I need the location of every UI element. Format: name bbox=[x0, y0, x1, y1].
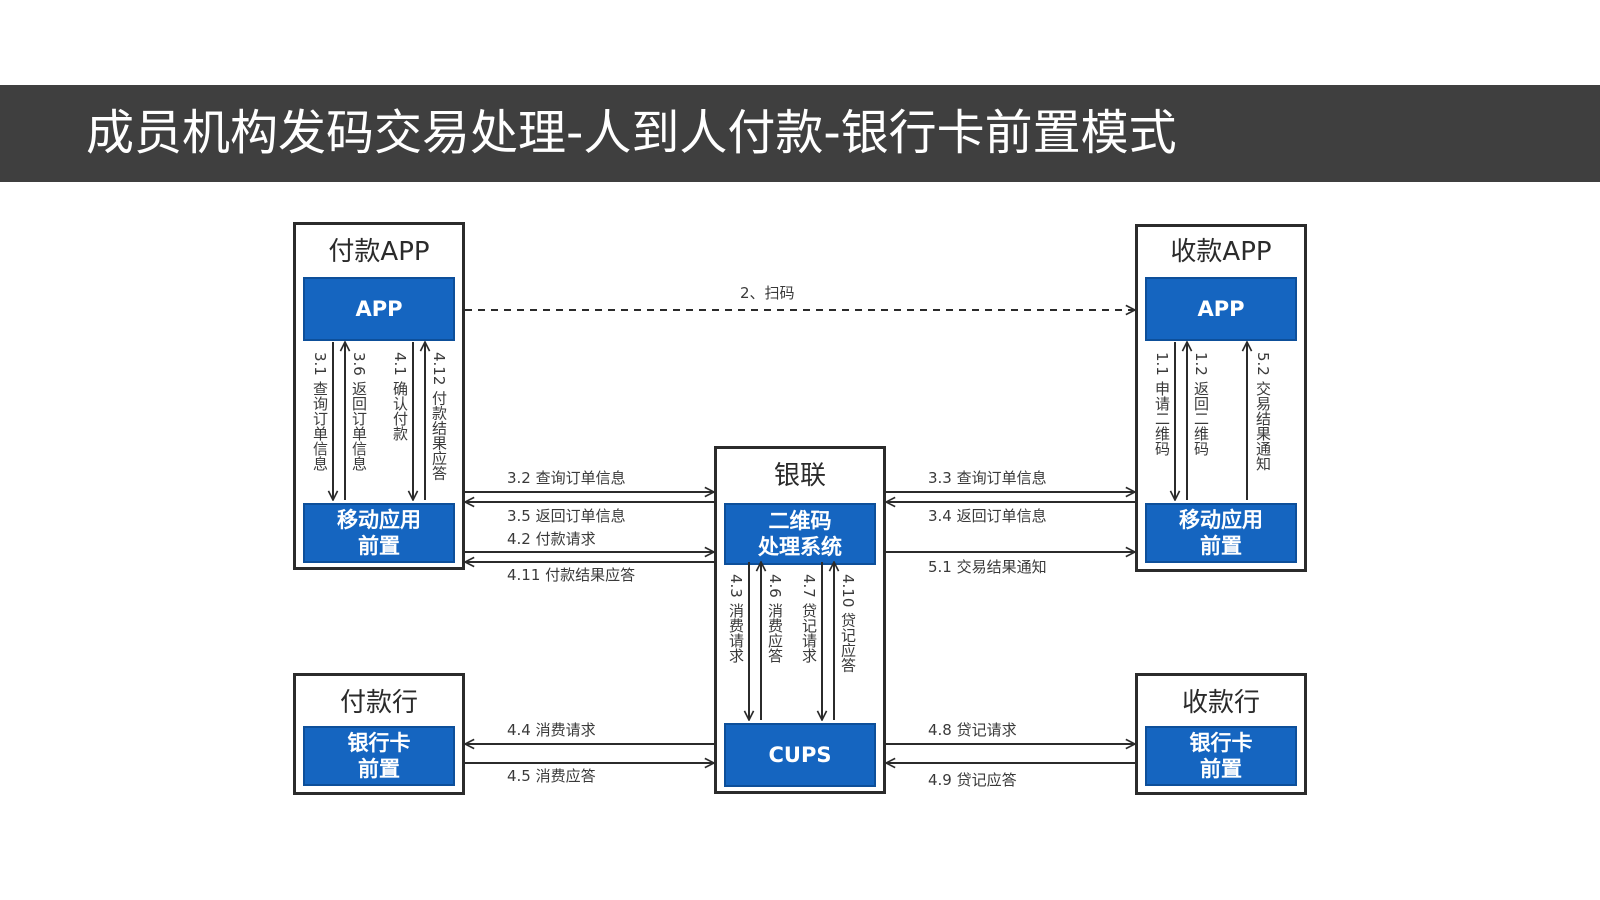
label-4-1: 4.1 确认付款 bbox=[391, 352, 409, 441]
label-4-10: 4.10 贷记应答 bbox=[839, 574, 857, 673]
label-2-scan: 2、扫码 bbox=[740, 284, 795, 302]
payer-mobile-front-module: 移动应用 前置 bbox=[303, 503, 455, 563]
title-bar: 成员机构发码交易处理-人到人付款-银行卡前置模式 bbox=[0, 85, 1600, 182]
payee-bank-box: 收款行 银行卡 前置 bbox=[1135, 673, 1307, 795]
label-4-4: 4.4 消费请求 bbox=[507, 721, 596, 739]
unionpay-box: 银联 二维码 处理系统 CUPS bbox=[714, 446, 886, 794]
payee-app-module: APP bbox=[1145, 277, 1297, 341]
payee-bank-title: 收款行 bbox=[1181, 688, 1260, 718]
payer-bank-title: 付款行 bbox=[339, 688, 418, 718]
label-4-5: 4.5 消费应答 bbox=[507, 767, 596, 785]
payer-app-title: 付款APP bbox=[328, 237, 430, 267]
qr-processing-module: 二维码 处理系统 bbox=[724, 503, 876, 565]
label-3-4: 3.4 返回订单信息 bbox=[928, 507, 1047, 525]
label-3-5: 3.5 返回订单信息 bbox=[507, 507, 626, 525]
cups-module: CUPS bbox=[724, 723, 876, 787]
payer-app-module: APP bbox=[303, 277, 455, 341]
label-3-2: 3.2 查询订单信息 bbox=[507, 469, 626, 487]
label-4-9: 4.9 贷记应答 bbox=[928, 771, 1017, 789]
label-4-7: 4.7 贷记请求 bbox=[800, 574, 818, 663]
payer-card-front-module: 银行卡 前置 bbox=[303, 726, 455, 786]
label-3-1: 3.1 查询订单信息 bbox=[311, 352, 329, 471]
label-4-3: 4.3 消费请求 bbox=[727, 574, 745, 663]
label-5-1: 5.1 交易结果通知 bbox=[928, 558, 1047, 576]
payee-card-front-module: 银行卡 前置 bbox=[1145, 726, 1297, 786]
label-4-8: 4.8 贷记请求 bbox=[928, 721, 1017, 739]
payee-app-title: 收款APP bbox=[1170, 237, 1272, 267]
payee-mobile-front-module: 移动应用 前置 bbox=[1145, 503, 1297, 563]
label-3-3: 3.3 查询订单信息 bbox=[928, 469, 1047, 487]
payer-bank-box: 付款行 银行卡 前置 bbox=[293, 673, 465, 795]
label-4-6: 4.6 消费应答 bbox=[766, 574, 784, 663]
label-1-1: 1.1 申请二维码 bbox=[1153, 352, 1171, 456]
page-title: 成员机构发码交易处理-人到人付款-银行卡前置模式 bbox=[86, 105, 1177, 161]
label-4-2: 4.2 付款请求 bbox=[507, 530, 596, 548]
payee-app-box: 收款APP APP 移动应用 前置 bbox=[1135, 224, 1307, 572]
unionpay-title: 银联 bbox=[773, 461, 826, 491]
label-3-6: 3.6 返回订单信息 bbox=[350, 352, 368, 471]
label-4-11: 4.11 付款结果应答 bbox=[507, 566, 636, 584]
label-1-2: 1.2 返回二维码 bbox=[1192, 352, 1210, 456]
label-5-2: 5.2 交易结果通知 bbox=[1254, 352, 1272, 471]
label-4-12: 4.12 付款结果应答 bbox=[430, 352, 448, 481]
payer-app-box: 付款APP APP 移动应用 前置 bbox=[293, 222, 465, 570]
